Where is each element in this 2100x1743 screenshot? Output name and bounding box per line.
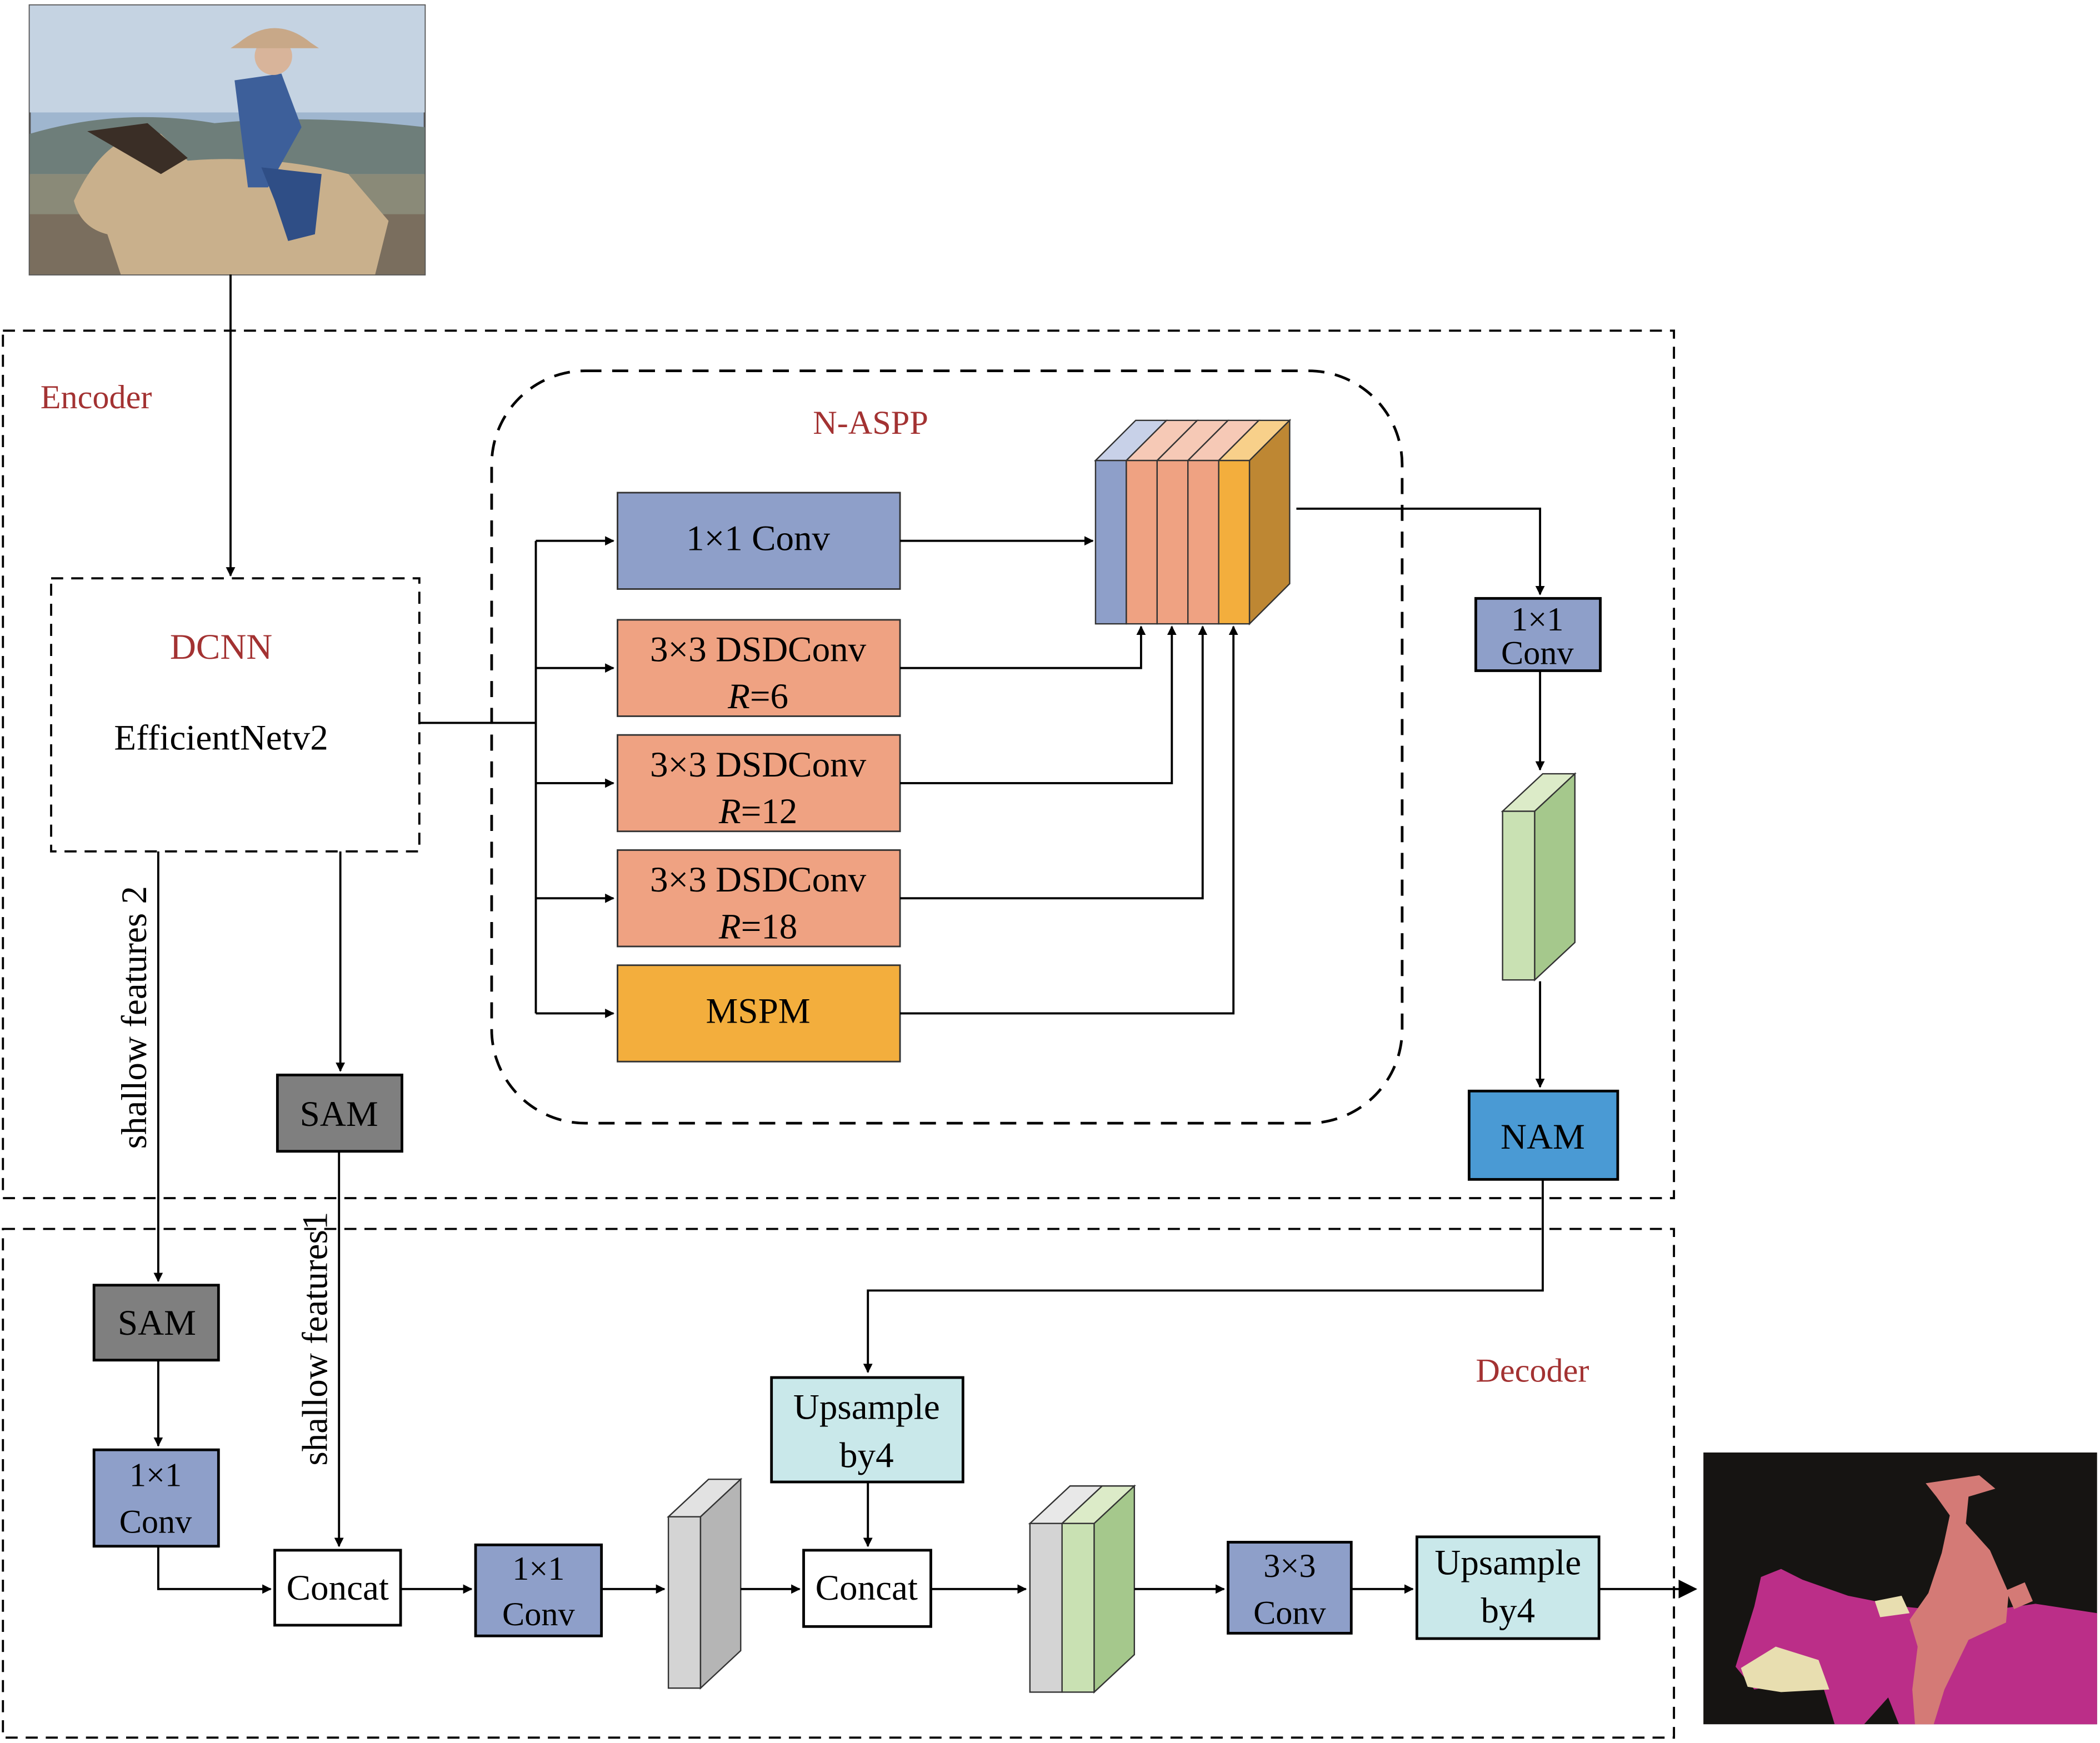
right-conv1x1: 1×1 Conv bbox=[1474, 597, 1602, 672]
branch-mspm-label: MSPM bbox=[706, 991, 811, 1031]
decoder-conv-mid-line1: 1×1 bbox=[512, 1550, 564, 1587]
decoder-frame bbox=[2, 1228, 1676, 1739]
branch-dsdconv-r18: 3×3 DSDConv R=18 bbox=[617, 849, 901, 948]
upsample-top-block: Upsample by4 bbox=[770, 1376, 964, 1484]
upsample-out-line1: Upsample bbox=[1434, 1542, 1581, 1582]
conv-to-concat1-arrow bbox=[157, 1546, 272, 1594]
branch2-to-stack bbox=[900, 625, 1146, 669]
sam-encoder-block: SAM bbox=[276, 1073, 403, 1153]
branch-mspm: MSPM bbox=[617, 964, 901, 1063]
branch-dsdconv-r6-line2: R=6 bbox=[727, 677, 788, 717]
branch-dsdconv-r12-line2: R=12 bbox=[718, 792, 798, 832]
backbone-label: EfficientNetv2 bbox=[114, 718, 328, 758]
decoder-conv3x3-line1: 3×3 bbox=[1263, 1547, 1316, 1585]
branch-dsdconv-r18-line1: 3×3 DSDConv bbox=[650, 860, 867, 900]
concat-feature-stack bbox=[1094, 418, 1292, 626]
branch-conv1x1-label: 1×1 Conv bbox=[686, 519, 830, 559]
concat2-block: Concat bbox=[802, 1549, 932, 1628]
upsample-top-line1: Upsample bbox=[793, 1388, 940, 1428]
encoder-title: Encoder bbox=[41, 379, 152, 416]
sam-decoder-label: SAM bbox=[118, 1303, 196, 1343]
decoder-conv-left-line2: Conv bbox=[119, 1504, 192, 1541]
sam-encoder-label: SAM bbox=[300, 1094, 378, 1134]
naspp-title: N-ASPP bbox=[813, 404, 928, 442]
nam-to-upsample-arrow bbox=[863, 1179, 1544, 1374]
nam-label: NAM bbox=[1501, 1117, 1585, 1157]
branch-dsdconv-r6: 3×3 DSDConv R=6 bbox=[617, 619, 901, 717]
sam-decoder-block: SAM bbox=[92, 1284, 220, 1362]
decoder-conv-mid: 1×1 Conv bbox=[474, 1543, 603, 1637]
decoder-title: Decoder bbox=[1476, 1352, 1589, 1389]
concat1-label: Concat bbox=[287, 1568, 389, 1608]
decoder-feature-stack bbox=[1028, 1484, 1136, 1694]
decoder-conv3x3: 3×3 Conv bbox=[1227, 1541, 1353, 1635]
branch-dsdconv-r12: 3×3 DSDConv R=12 bbox=[617, 734, 901, 833]
right-conv-line2: Conv bbox=[1501, 634, 1574, 672]
decoder-conv-left: 1×1 Conv bbox=[92, 1448, 220, 1548]
stack-to-conv-arrow bbox=[1296, 507, 1545, 595]
branch4-to-stack bbox=[900, 625, 1208, 900]
dcnn-box bbox=[50, 577, 421, 853]
input-image bbox=[28, 4, 426, 276]
upsample-out-block: Upsample by4 bbox=[1415, 1535, 1601, 1640]
output-segmentation-image bbox=[1703, 1452, 2097, 1725]
nam-block: NAM bbox=[1467, 1089, 1619, 1181]
upsample-out-line2: by4 bbox=[1481, 1591, 1535, 1631]
encoder-frame bbox=[2, 329, 1676, 1200]
green-feature-block bbox=[1501, 772, 1577, 981]
gray-feature-block bbox=[667, 1477, 743, 1690]
decoder-conv3x3-line2: Conv bbox=[1253, 1594, 1326, 1631]
concat1-block: Concat bbox=[273, 1549, 402, 1627]
branch5-to-stack bbox=[900, 625, 1238, 1015]
dcnn-title: DCNN bbox=[170, 627, 272, 667]
branch-dsdconv-r12-line1: 3×3 DSDConv bbox=[650, 745, 867, 785]
shallow-features-1-label: shallow features1 bbox=[296, 1212, 336, 1466]
upsample-top-line2: by4 bbox=[839, 1436, 894, 1476]
branch3-to-stack bbox=[900, 625, 1177, 784]
right-conv-line1: 1×1 bbox=[1511, 601, 1563, 638]
decoder-conv-left-line1: 1×1 bbox=[129, 1456, 182, 1494]
concat2-label: Concat bbox=[816, 1568, 918, 1608]
decoder-conv-mid-line2: Conv bbox=[502, 1596, 575, 1633]
branch-conv1x1: 1×1 Conv bbox=[617, 492, 901, 590]
naspp-box bbox=[490, 369, 1404, 1125]
shallow-features-2-label: shallow features 2 bbox=[114, 886, 154, 1149]
branch-dsdconv-r18-line2: R=18 bbox=[718, 907, 798, 947]
branch-dsdconv-r6-line1: 3×3 DSDConv bbox=[650, 630, 867, 670]
